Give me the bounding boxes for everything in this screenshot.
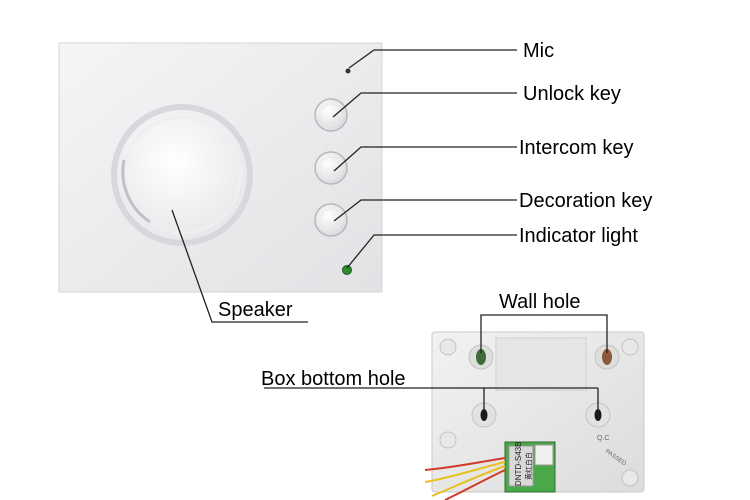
speaker-label: Speaker bbox=[218, 299, 293, 321]
box-bottom-hole-label: Box bottom hole bbox=[261, 368, 406, 390]
cable-wires bbox=[424, 457, 506, 500]
decoration-key-label: Decoration key bbox=[519, 190, 653, 212]
qc-stamp-top: Q.C bbox=[597, 435, 609, 442]
unlock-key-button bbox=[314, 98, 348, 132]
corner-boss bbox=[439, 338, 457, 356]
leader-line-speaker bbox=[171, 209, 308, 323]
corner-boss bbox=[621, 469, 639, 487]
decoration-key-button bbox=[314, 203, 348, 237]
indicator-light bbox=[342, 265, 352, 275]
intercom-front-panel bbox=[58, 42, 383, 293]
mic-hole bbox=[345, 68, 351, 74]
leader-lines bbox=[171, 49, 608, 412]
leader-line-decoration bbox=[333, 199, 517, 222]
intercom-key-label: Intercom key bbox=[519, 137, 634, 159]
leader-line-intercom bbox=[333, 146, 517, 172]
label-code-text: DNTD-S43B bbox=[514, 442, 523, 486]
leader-line-box-bottom bbox=[264, 387, 485, 412]
intercom-back-view: DNTD-S43B 黄红白白 Q.C PASSED bbox=[424, 331, 645, 500]
corner-boss bbox=[621, 338, 639, 356]
indicator-light-label: Indicator light bbox=[519, 225, 638, 247]
leader-line-mic bbox=[348, 49, 517, 69]
leader-line-indicator bbox=[346, 234, 517, 269]
label-cn-text: 黄红白白 bbox=[524, 452, 533, 480]
wall-hole-left bbox=[468, 344, 494, 370]
box-bottom-hole-right bbox=[585, 402, 611, 428]
speaker-grille bbox=[111, 104, 253, 246]
leader-line-unlock bbox=[332, 92, 517, 118]
intercom-key-button bbox=[314, 151, 348, 185]
terminal-connector: DNTD-S43B 黄红白白 bbox=[504, 441, 556, 493]
unlock-key-label: Unlock key bbox=[523, 83, 621, 105]
corner-boss bbox=[439, 431, 457, 449]
mic-label: Mic bbox=[523, 40, 555, 62]
wall-hole-label: Wall hole bbox=[499, 291, 581, 313]
leader-line-wall-hole bbox=[480, 314, 608, 353]
